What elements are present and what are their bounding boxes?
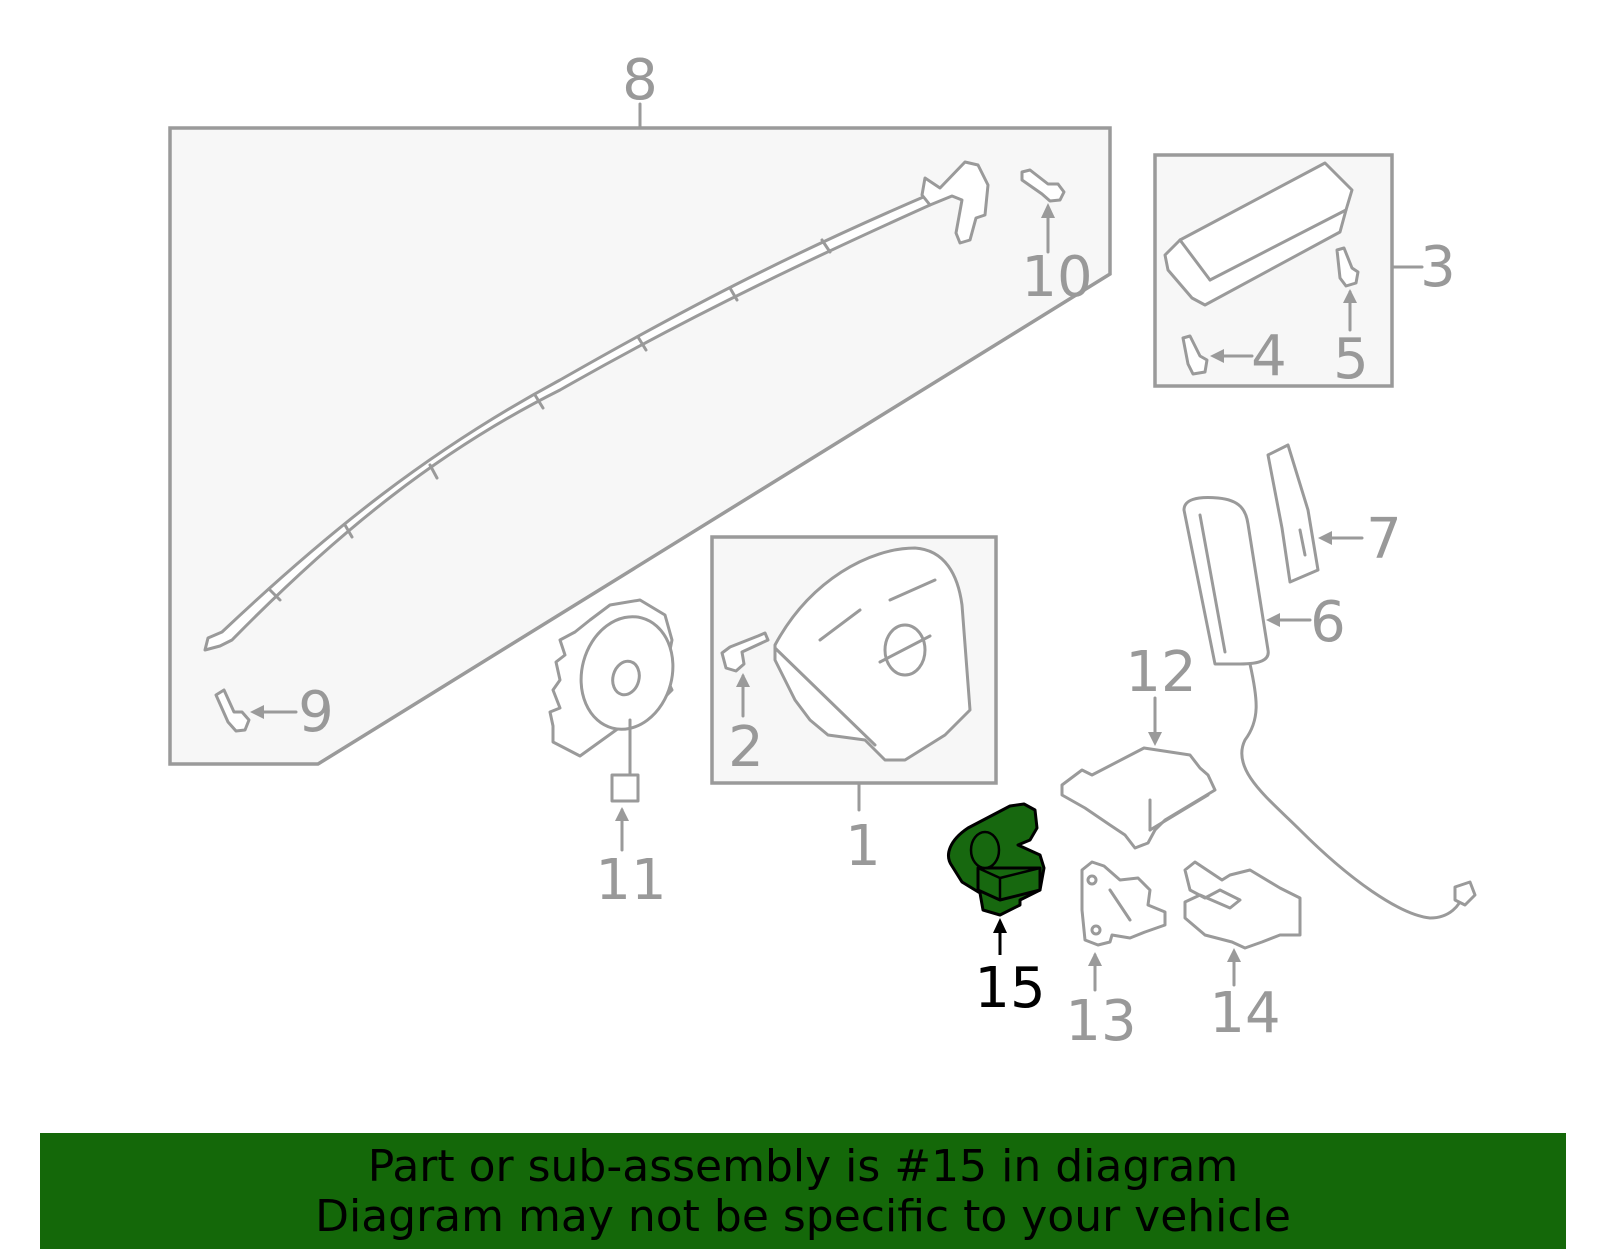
callout-1: 1 (845, 814, 881, 879)
part-12-control-module[interactable] (1060, 696, 1217, 850)
part-8-curtain-airbag-group[interactable] (168, 102, 1112, 766)
callout-8: 8 (622, 48, 658, 113)
callout-9: 9 (298, 680, 334, 745)
part-6-side-airbag[interactable] (1182, 496, 1477, 920)
callout-2: 2 (728, 715, 764, 780)
part-7-side-airbag-bracket[interactable] (1266, 443, 1364, 584)
callout-15: 15 (974, 956, 1045, 1021)
parts-diagram: 8 10 9 3 4 5 2 1 (168, 48, 1477, 1054)
callout-6: 6 (1310, 590, 1346, 655)
part-13-sensor-bracket[interactable] (1080, 860, 1167, 992)
banner-line-1: Part or sub-assembly is #15 in diagram (367, 1141, 1239, 1192)
callout-4: 4 (1251, 324, 1287, 389)
part-15-impact-sensor[interactable] (947, 802, 1046, 955)
part-1-driver-airbag-group[interactable] (710, 535, 998, 812)
callout-12: 12 (1125, 640, 1196, 705)
banner-line-2: Diagram may not be specific to your vehi… (315, 1191, 1291, 1242)
callout-3: 3 (1420, 235, 1456, 300)
part-14-mounting-bracket[interactable] (1183, 860, 1302, 987)
callout-10: 10 (1021, 245, 1092, 310)
callout-7: 7 (1366, 507, 1402, 572)
info-banner: Part or sub-assembly is #15 in diagram D… (40, 1133, 1566, 1249)
callout-5: 5 (1333, 327, 1369, 392)
part-3-passenger-airbag-group[interactable] (1153, 153, 1424, 388)
callout-13: 13 (1065, 989, 1136, 1054)
part-11-clockspring[interactable] (548, 598, 685, 852)
callout-11: 11 (595, 848, 666, 913)
callout-14: 14 (1209, 981, 1280, 1046)
